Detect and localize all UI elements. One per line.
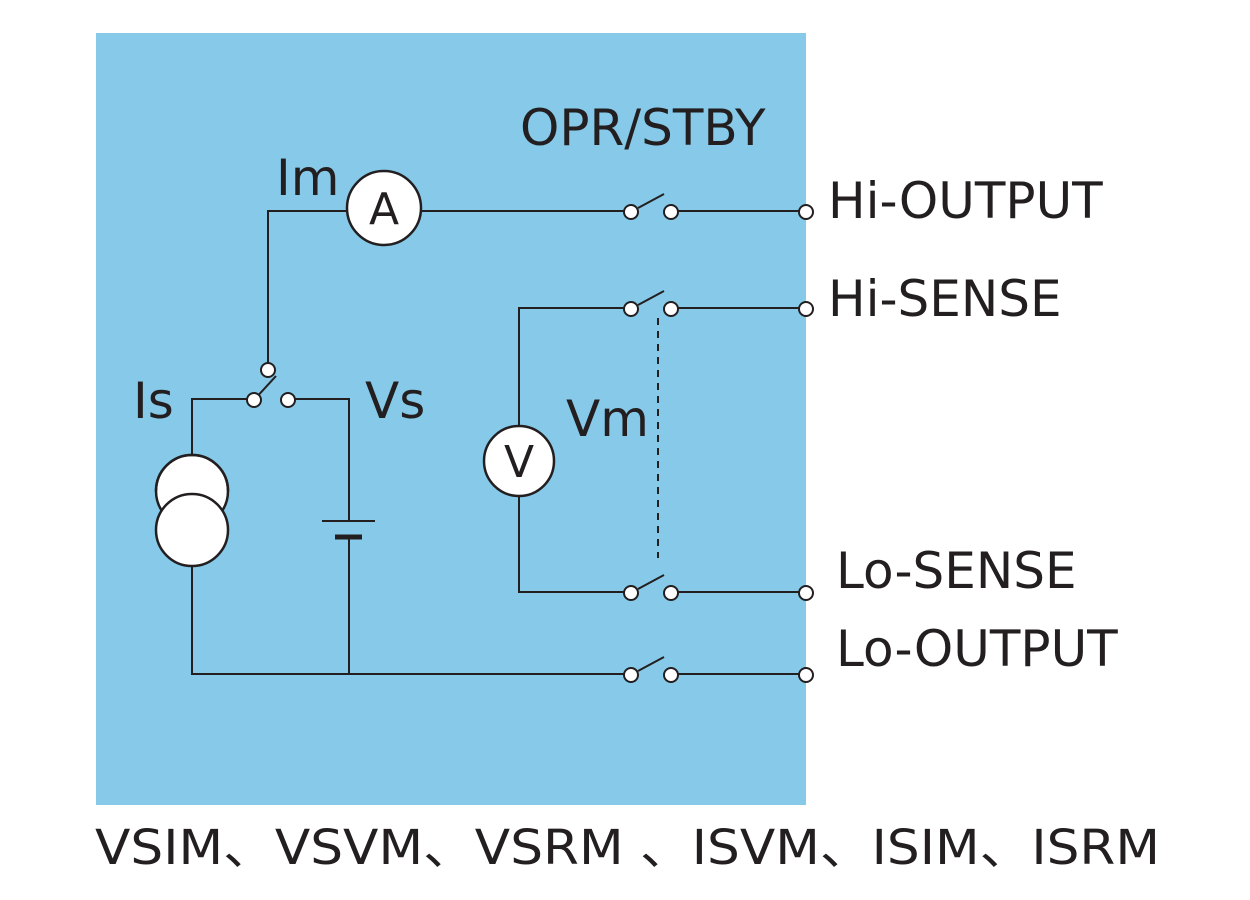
lo-sense-label: Lo-SENSE	[836, 542, 1077, 600]
voltmeter-icon	[482, 424, 556, 498]
im-label: Im	[276, 149, 339, 207]
voltmeter-label: V	[504, 437, 534, 488]
wiring	[191, 210, 800, 675]
current-source-icon	[154, 453, 230, 568]
opr-stby-switch-hi-output	[623, 193, 679, 220]
hi-output-label: Hi-OUTPUT	[828, 172, 1103, 230]
hi-sense-label: Hi-SENSE	[828, 270, 1062, 328]
source-select-switch	[246, 362, 296, 408]
opr-stby-switch-lo-output	[623, 656, 679, 683]
opr-stby-switch-lo-sense	[623, 574, 679, 601]
terminal-lo-sense	[798, 585, 814, 601]
is-label: Is	[133, 372, 174, 430]
lo-output-label: Lo-OUTPUT	[836, 620, 1118, 678]
ammeter-icon	[345, 169, 423, 247]
terminal-lo-output	[798, 667, 814, 683]
ammeter-label: A	[369, 184, 399, 235]
modes-caption: VSIM、VSVM、VSRM 、ISVM、ISIM、ISRM	[95, 820, 1160, 876]
vm-label: Vm	[566, 390, 649, 448]
vs-label: Vs	[365, 372, 425, 430]
terminal-hi-sense	[798, 301, 814, 317]
instrument-panel	[96, 33, 806, 805]
terminal-hi-output	[798, 204, 814, 220]
opr-stby-label: OPR/STBY	[520, 99, 766, 157]
opr-stby-switch-hi-sense	[623, 290, 679, 317]
